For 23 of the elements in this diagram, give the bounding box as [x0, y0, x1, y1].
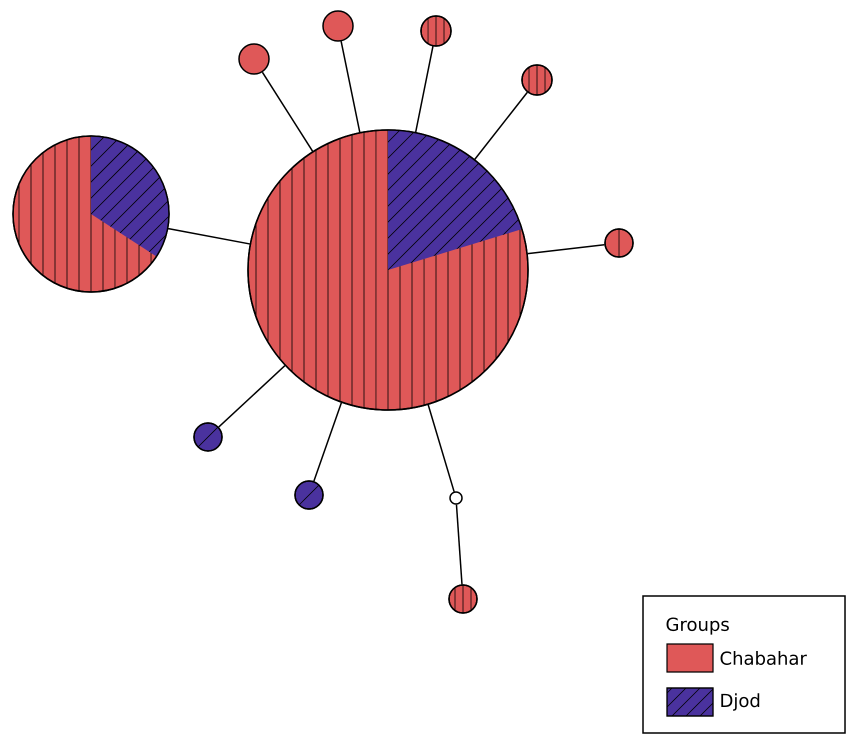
haplotype-circle — [294, 480, 324, 510]
haplotype-circle — [12, 135, 170, 293]
haplotype-circle — [521, 64, 553, 96]
connector-line — [528, 244, 604, 254]
haplotype-circle — [449, 491, 463, 505]
connector-line — [313, 402, 342, 482]
haplotype-circle — [193, 422, 223, 452]
connector-line — [414, 46, 434, 132]
connector-line — [218, 365, 286, 428]
legend-label: Djod — [721, 693, 760, 711]
haplotype-circle — [322, 10, 354, 42]
connector-line — [428, 404, 455, 492]
haplotype-circle — [420, 15, 452, 47]
legend-title: Groups — [666, 617, 729, 635]
connector-line — [456, 504, 463, 584]
connector-line — [474, 92, 528, 160]
connector-line — [262, 72, 314, 152]
connector-line — [168, 228, 250, 245]
haplotype-circle — [448, 584, 478, 614]
connector-line — [340, 41, 360, 132]
haplotype-circle — [238, 43, 270, 75]
legend-label: Chabahar — [720, 651, 807, 665]
haplotype-circle — [604, 228, 634, 258]
